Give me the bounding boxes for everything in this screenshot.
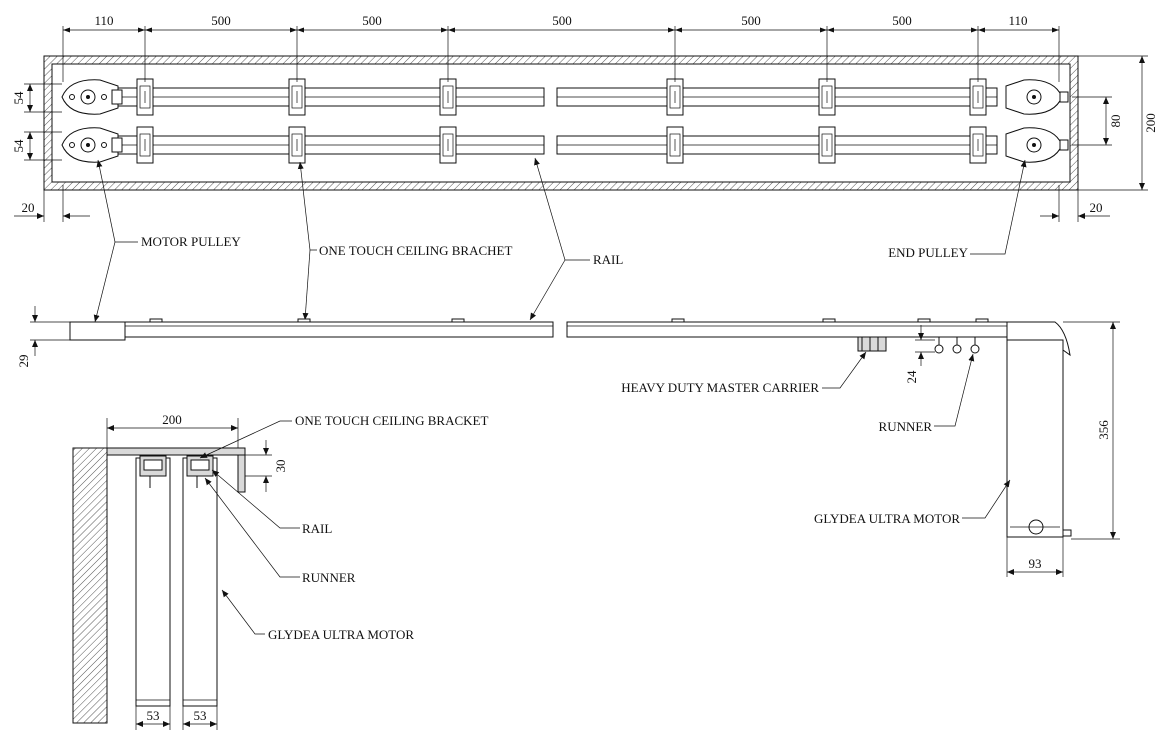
side-motor-head	[69, 321, 126, 341]
dim-section-53-a: 53	[147, 708, 160, 723]
plan-view: 110 500 500 500 500 500 110 54 54 80	[11, 13, 1158, 222]
label-ceiling-bracket: ONE TOUCH CEILING BRACKET	[295, 413, 488, 428]
side-leaders: HEAVY DUTY MASTER CARRIER RUNNER GLYDEA …	[621, 351, 1011, 526]
end-pulley-lower	[1005, 127, 1069, 163]
ceiling-bracket	[818, 78, 836, 116]
section-wall	[72, 447, 108, 724]
section-motor-2	[182, 457, 218, 707]
section-rail-heads	[139, 455, 214, 488]
plan-leaders: MOTOR PULLEY ONE TOUCH CEILING BRACHET R…	[93, 157, 1027, 323]
dim-section-200: 200	[162, 412, 182, 427]
ceiling-bracket	[969, 126, 987, 164]
dim-left-54-b: 54	[11, 139, 26, 153]
dim-top-2: 500	[211, 13, 231, 28]
label-motor-section: GLYDEA ULTRA MOTOR	[268, 627, 414, 642]
dim-side-356: 356	[1096, 420, 1111, 440]
label-rail-section: RAIL	[302, 521, 332, 536]
dim-right-200: 200	[1143, 113, 1158, 133]
label-rail-top: RAIL	[593, 252, 623, 267]
ceiling-bracket	[969, 78, 987, 116]
section-motor-1	[135, 457, 171, 707]
dim-side-29: 29	[16, 355, 31, 368]
ceiling-bracket	[136, 126, 154, 164]
dim-left-20: 20	[22, 200, 35, 215]
left-rail-dims: 54 54	[11, 83, 62, 161]
motor-pulley-upper	[61, 79, 123, 115]
dim-side-24: 24	[904, 370, 919, 384]
ceiling-bracket	[439, 126, 457, 164]
side-motor-body	[1006, 339, 1064, 538]
top-dimension-chain: 110 500 500 500 500 500 110	[62, 13, 1060, 82]
label-runner-side: RUNNER	[879, 419, 933, 434]
section-bracket-plate	[106, 447, 246, 456]
label-ceiling-brachet: ONE TOUCH CEILING BRACHET	[319, 243, 512, 258]
section-view: 200 30 53 53	[72, 412, 288, 730]
dim-top-6: 500	[892, 13, 912, 28]
dim-side-93: 93	[1029, 556, 1042, 571]
dim-left-54-a: 54	[11, 91, 26, 105]
end-pulley-upper	[1005, 79, 1069, 115]
dim-top-5: 500	[741, 13, 761, 28]
dim-right-80: 80	[1108, 115, 1123, 128]
ceiling-bracket	[818, 126, 836, 164]
side-rail-left	[124, 321, 554, 338]
side-view: 29 24 356 93	[16, 306, 1120, 577]
dim-top-3: 500	[362, 13, 382, 28]
label-motor-side: GLYDEA ULTRA MOTOR	[814, 511, 960, 526]
label-end-pulley: END PULLEY	[888, 245, 968, 260]
label-master-carrier: HEAVY DUTY MASTER CARRIER	[621, 380, 819, 395]
side-runners	[934, 337, 980, 354]
ceiling-bracket	[136, 78, 154, 116]
dim-section-53-b: 53	[194, 708, 207, 723]
plan-frame-inner	[51, 63, 1071, 183]
side-master-carrier	[857, 336, 887, 352]
right-dims: 80 200	[1072, 55, 1158, 191]
ceiling-bracket	[666, 126, 684, 164]
ceiling-brackets	[136, 78, 987, 164]
ceiling-bracket	[288, 78, 306, 116]
ceiling-bracket	[288, 126, 306, 164]
ceiling-bracket	[439, 78, 457, 116]
margin-dims: 20 20	[14, 185, 1110, 222]
section-leaders: ONE TOUCH CEILING BRACKET RAIL RUNNER GL…	[199, 413, 488, 642]
dim-section-30: 30	[273, 460, 288, 473]
dim-right-20: 20	[1090, 200, 1103, 215]
dim-top-7: 110	[1008, 13, 1027, 28]
side-rail-right	[566, 321, 1008, 338]
label-runner-section: RUNNER	[302, 570, 356, 585]
dim-top-1: 110	[94, 13, 113, 28]
motor-pulley-lower	[61, 127, 123, 163]
dim-top-4: 500	[552, 13, 572, 28]
label-motor-pulley: MOTOR PULLEY	[141, 234, 241, 249]
ceiling-bracket	[666, 78, 684, 116]
